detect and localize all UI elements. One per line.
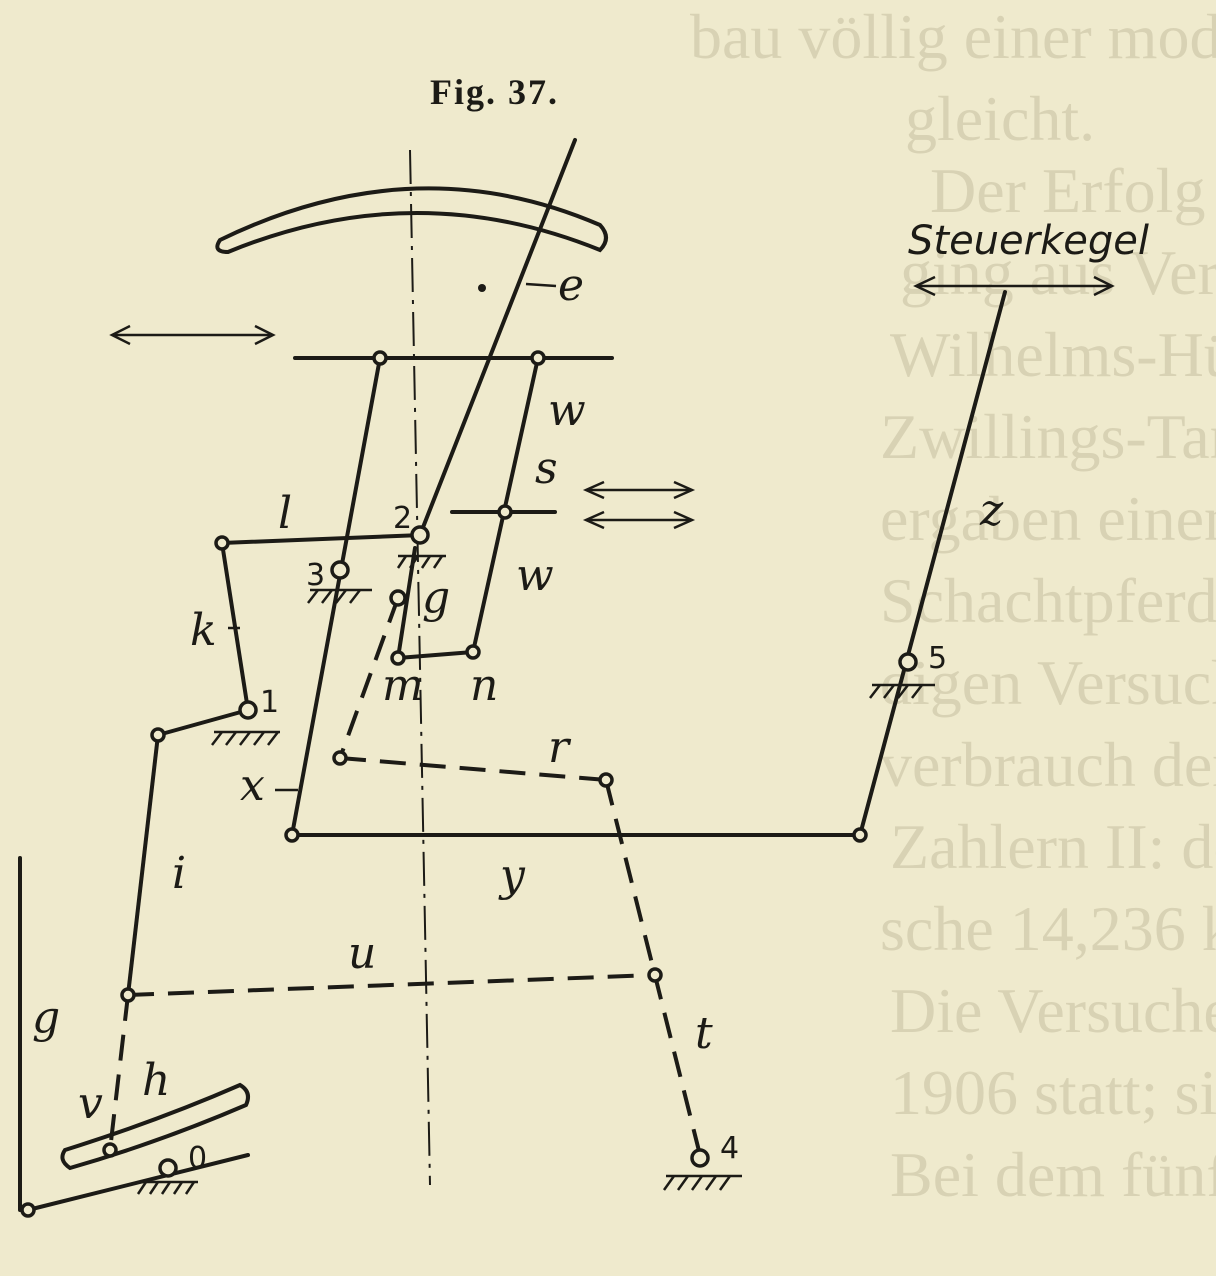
label-t: t [695,1008,713,1059]
label-n: n [470,660,498,711]
bg-line: sche 14,236 kg betrage. [880,893,1216,964]
bg-line: Zahlern II: der Gelsenkirchener [890,811,1216,882]
dot-marker [478,284,486,292]
dashed-link-g [338,597,400,759]
link-x [290,356,382,837]
label-x: x [240,760,265,811]
bg-line: gleicht. [905,83,1095,154]
bg-line: Schachtpferd-Stunde bei mittleren [880,565,1216,636]
center-line [409,149,431,1186]
label-w-lower: w [516,550,554,601]
label-v: v [78,1078,103,1129]
label-h: h [142,1055,170,1106]
label-pivot-3: 3 [306,558,325,593]
bg-line: verbrauch der gleichen Ko [880,729,1216,800]
label-pivot-4: 4 [720,1131,739,1166]
link-r [339,756,607,782]
figure-title: Fig. 37. [430,72,559,112]
label-pivot-0: 0 [188,1141,207,1176]
double-arrow-top [109,324,276,346]
label-pivot-5: 5 [928,641,947,676]
label-i: i [172,848,186,899]
bg-line: ging aus Versuche an ein [900,237,1216,308]
bg-line: Die Versuche mit Zwillings [890,975,1216,1046]
fixed-pivot-2 [396,525,446,569]
bg-line: Bei dem fünfstündigen Vorsuch [890,1139,1216,1210]
bg-line: digen Versuch festgestellt. Der [880,647,1216,718]
fixed-pivot-5 [869,652,935,699]
label-u: u [348,928,376,979]
link-i-arm [156,708,250,737]
bg-line: 1906 statt; sie hatten eine [890,1057,1216,1128]
fixed-pivot-0 [136,1158,198,1195]
bg-line: bau völlig einer modernen B [690,1,1216,72]
bg-line: Wilhelms-Hütte in Mülheim [890,319,1216,390]
dashed-link-v [108,994,130,1151]
label-pivot-2: 2 [393,501,412,536]
link-u [127,973,656,997]
double-arrow-control [913,275,1115,297]
label-m: m [382,660,424,711]
bg-line: ergaben einen Dauer verbrauch [880,483,1216,554]
label-k: k [190,605,217,656]
label-g-left: g [32,992,60,1043]
link-e [418,138,577,537]
label-y: y [498,850,526,901]
bg-line: Der Erfolg dieser Verbess [930,155,1216,226]
link-mn [396,650,475,660]
link-i [126,733,160,997]
label-w-upper: w [548,385,586,436]
double-arrows-s [582,480,696,530]
link-g-bottom [26,1153,250,1212]
label-s: s [535,443,558,494]
link-z [858,290,1007,837]
label-pivot-1: 1 [260,685,279,720]
control-label: Steuerkegel [908,218,1149,264]
label-r: r [548,722,572,773]
fixed-pivot-1 [211,700,280,746]
link-l [220,533,424,545]
link-t [604,779,702,1156]
label-g-small: g [422,572,450,623]
background-text: bau völlig einer modernen B gleicht. Der… [690,1,1216,1210]
label-e: e [558,260,584,311]
leader-e [525,282,557,288]
top-arc-bar [215,186,608,255]
link-k [220,541,250,712]
bg-line: Zwillings-Tandem-Gasmaschi [880,401,1216,472]
label-l: l [278,488,292,539]
label-z: z [979,485,1004,536]
fixed-pivot-3 [307,560,372,604]
plate-h [60,1082,250,1171]
fixed-pivot-4 [662,1148,742,1191]
joints [20,350,868,1218]
